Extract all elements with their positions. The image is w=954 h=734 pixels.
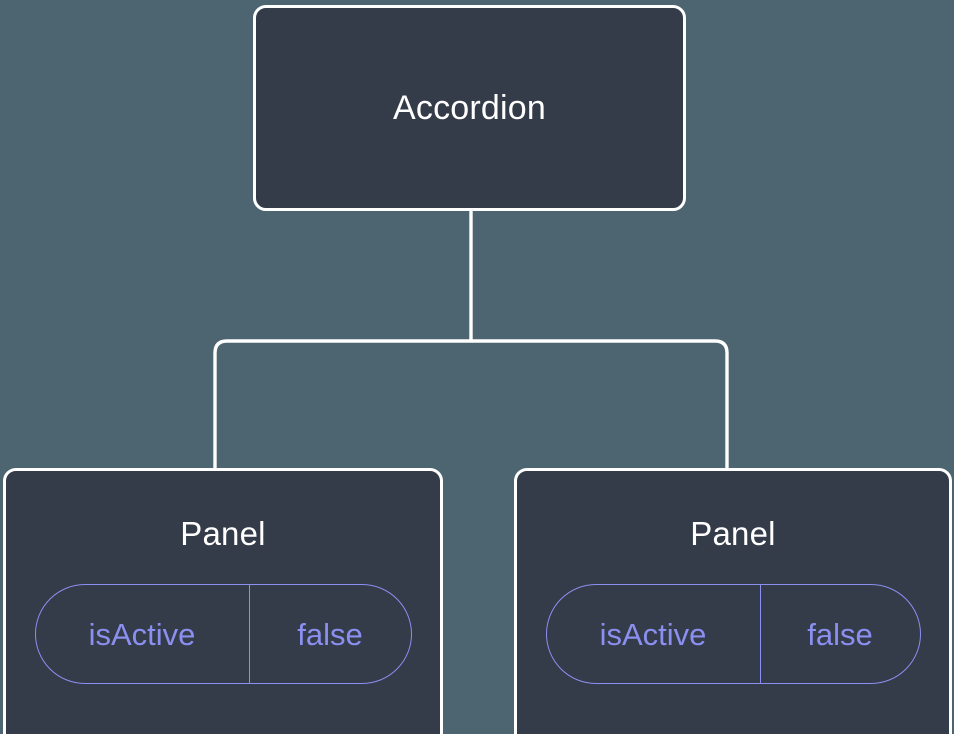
- connector-branch-right: [471, 339, 729, 470]
- node-panel-2-label: Panel: [690, 515, 776, 552]
- node-accordion[interactable]: Accordion: [253, 5, 686, 211]
- state-pill-panel-1[interactable]: isActive false: [34, 584, 412, 684]
- connector-branch-left: [213, 339, 471, 470]
- node-accordion-label: Accordion: [393, 89, 546, 127]
- state-pill-panel-2-key: isActive: [599, 616, 707, 652]
- node-panel-2[interactable]: Panel isActive false: [514, 468, 952, 734]
- node-panel-1[interactable]: Panel isActive false: [3, 468, 443, 734]
- state-pill-panel-1-key: isActive: [88, 616, 196, 652]
- node-panel-1-label: Panel: [180, 515, 266, 552]
- state-pill-panel-1-value: false: [248, 585, 411, 683]
- state-pill-panel-2[interactable]: isActive false: [545, 584, 921, 684]
- state-pill-panel-2-value: false: [759, 585, 920, 683]
